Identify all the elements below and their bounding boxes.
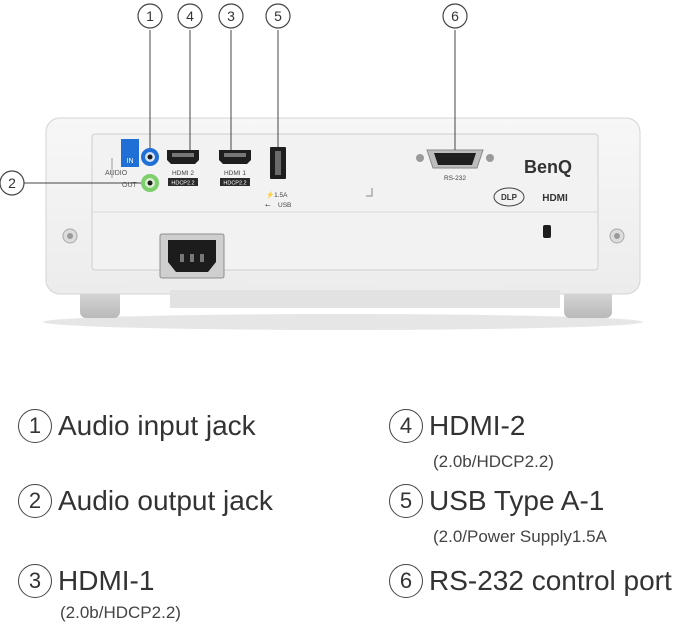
audio-input-jack[interactable] <box>141 148 159 166</box>
dlp-logo: DLP <box>493 187 525 207</box>
svg-text:DLP: DLP <box>501 193 518 202</box>
callout-3: 3 <box>218 3 244 29</box>
usb-port[interactable] <box>270 147 286 179</box>
svg-text:6: 6 <box>451 8 459 24</box>
hdmi-1-label: HDMI 1 <box>224 170 246 177</box>
rs232-label: RS-232 <box>444 175 466 182</box>
hdmi-logo: HDMI <box>542 193 568 204</box>
hdmi-2-badge-text: HDCP2.2 <box>171 181 194 187</box>
callout-1: 1 <box>137 3 163 29</box>
legend-label-2: Audio output jack <box>58 485 273 516</box>
security-lock-slot[interactable] <box>543 225 551 238</box>
rs232-port[interactable] <box>416 149 494 169</box>
svg-text:3: 3 <box>227 8 235 24</box>
svg-text:4: 4 <box>186 8 194 24</box>
right-screw <box>609 228 625 244</box>
hdmi-1-port[interactable] <box>219 150 251 164</box>
legend-label-4: HDMI-2 <box>429 410 526 441</box>
legend-number-1: 1 <box>18 409 52 443</box>
audio-in-label: IN <box>127 158 134 165</box>
floor-shadow <box>43 314 643 330</box>
callout-6: 6 <box>442 3 468 29</box>
legend-label-3: HDMI-1 <box>58 565 155 596</box>
legend-sub-3: (2.0b/HDCP2.2) <box>60 603 181 622</box>
legend-number-3: 3 <box>18 564 52 598</box>
legend-item-4: 4 HDMI-2 <box>389 409 525 443</box>
legend-number-6: 6 <box>389 564 423 598</box>
hdmi-2-port[interactable] <box>167 150 199 164</box>
audio-label: AUDIO <box>105 170 128 177</box>
legend-number-4: 4 <box>389 409 423 443</box>
hdmi-1-badge <box>220 178 250 186</box>
left-foot <box>80 290 120 318</box>
right-foot <box>564 290 612 318</box>
legend-label-6: RS-232 control port <box>429 565 672 596</box>
svg-text:2: 2 <box>8 175 16 191</box>
legend-item-2: 2 Audio output jack <box>18 484 273 518</box>
svg-text:5: 5 <box>274 8 282 24</box>
callout-2: 2 <box>0 170 25 196</box>
legend-item-3: 3 HDMI-1 <box>18 564 154 598</box>
audio-output-jack[interactable] <box>141 174 159 192</box>
bottom-vent <box>170 290 560 308</box>
legend-sub-4: (2.0b/HDCP2.2) <box>433 452 554 471</box>
legend-label-1: Audio input jack <box>58 410 256 441</box>
panel-mark <box>366 188 373 197</box>
left-screw <box>62 228 78 244</box>
svg-text:1: 1 <box>146 8 154 24</box>
callout-5: 5 <box>265 3 291 29</box>
legend-number-5: 5 <box>389 484 423 518</box>
usb-symbol-icon: ⭠ <box>265 202 271 209</box>
audio-out-label: OUT <box>122 182 138 189</box>
legend-label-5: USB Type A-1 <box>429 485 605 516</box>
audio-in-block <box>121 139 139 167</box>
usb-label: USB <box>278 202 291 209</box>
legend-number-2: 2 <box>18 484 52 518</box>
power-inlet[interactable] <box>159 233 225 279</box>
callout-4: 4 <box>177 3 203 29</box>
usb-current-label: ⚡1.5A <box>266 191 288 199</box>
hdmi-2-badge <box>168 178 198 186</box>
benq-logo: BenQ <box>524 157 572 177</box>
legend-sub-5: (2.0/Power Supply1.5A <box>433 527 607 546</box>
hdmi-2-label: HDMI 2 <box>172 170 194 177</box>
legend-item-6: 6 RS-232 control port <box>389 564 672 598</box>
legend-item-5: 5 USB Type A-1 <box>389 484 604 518</box>
projector-rear-diagram: IN AUDIO OUT HDMI 2 HDCP2.2 HDMI 1 HDCP2… <box>0 3 643 330</box>
hdmi-1-badge-text: HDCP2.2 <box>223 181 246 187</box>
legend-item-1: 1 Audio input jack <box>18 409 256 443</box>
